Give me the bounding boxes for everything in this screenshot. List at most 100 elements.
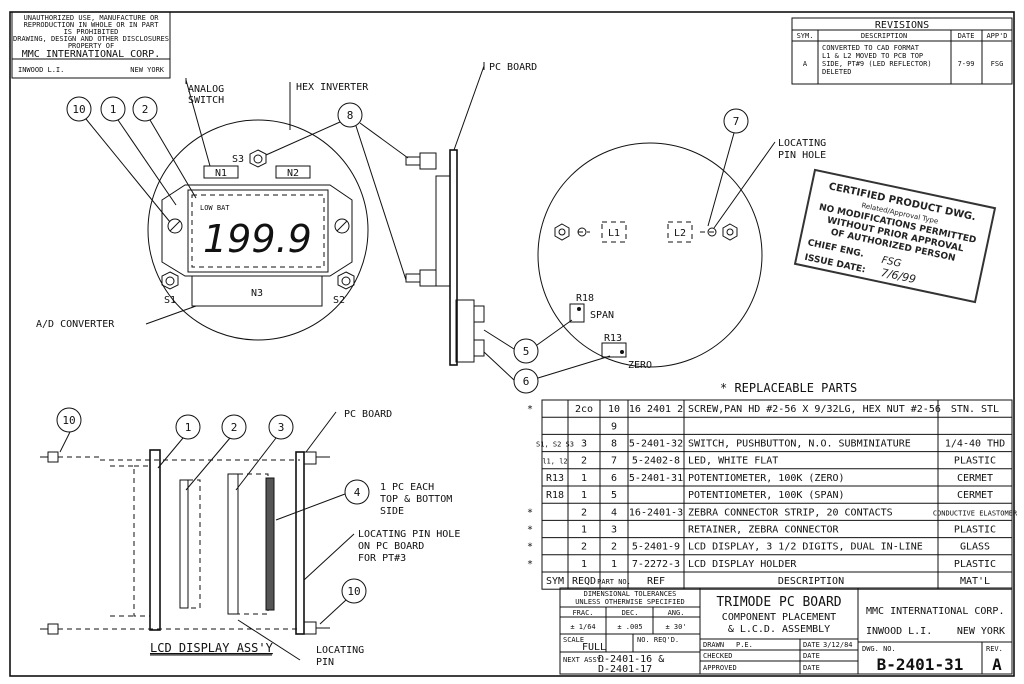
tol-sub: UNLESS OTHERWISE SPECIFIED (575, 598, 685, 606)
tol-title: DIMENSIONAL TOLERANCES (584, 590, 677, 598)
one-pc-each-3: SIDE (380, 506, 404, 517)
parts-cell-mat: PLASTIC (954, 456, 996, 467)
parts-cell-sym: R18 (546, 490, 564, 501)
screw-left-top (47, 451, 59, 463)
rev-label: REV. (986, 645, 1003, 653)
drawing-subtitle-2: & L.C.D. ASSEMBLY (728, 624, 830, 635)
drawing-subtitle-1: COMPONENT PLACEMENT (722, 612, 836, 623)
pot-r18 (569, 303, 585, 323)
front-view: LOW BAT 199.9 N1 N2 S3 N3 S1 S2 (147, 119, 369, 341)
lcd-value: 199.9 (203, 217, 312, 261)
parts-row-star: * (527, 542, 533, 553)
holder-screw-right (334, 218, 350, 234)
disclaimer-line-2: REPRODUCTION IN WHOLE OR IN PART (24, 21, 160, 29)
parts-cell-sym: R13 (546, 473, 564, 484)
disclaimer-company: MMC INTERNATIONAL CORP. (22, 49, 160, 60)
locating-pin-hole-pcb-1: LOCATING PIN HOLE (358, 529, 460, 540)
back-view: L1 L2 R18 SPAN R13 ZERO 7 LOCATING PIN H… (537, 108, 826, 371)
parts-cell-sym: S1, S2 S3 (536, 441, 574, 449)
hex-inverter-label: HEX INVERTER (296, 82, 369, 93)
balloon-10a (66, 96, 92, 122)
rev-desc-4: DELETED (822, 68, 852, 76)
locating-pin-label-1: LOCATING (316, 645, 364, 656)
parts-cell-mat: CONDUCTIVE ELASTOMER (933, 509, 1018, 517)
parts-cell-desc: RETAINER, ZEBRA CONNECTOR (688, 525, 839, 536)
parts-header-1: REQD (572, 576, 596, 587)
drawing-title: TRIMODE PC BOARD (716, 595, 841, 610)
n2-label: N2 (287, 168, 299, 179)
led-l2 (667, 221, 693, 243)
parts-cell-reqd: 2 (581, 456, 587, 467)
balloon-7 (723, 108, 749, 134)
balloon-3 (268, 414, 294, 440)
svg-text:3: 3 (278, 421, 285, 434)
disclaimer-line-1: UNAUTHORIZED USE, MANUFACTURE OR (24, 14, 160, 22)
parts-cell-part: 2 (611, 542, 617, 553)
noreqd-label: NO. REQ'D. (637, 636, 679, 644)
balloon-2a (132, 96, 158, 122)
svg-text:4: 4 (354, 486, 361, 499)
parts-cell-desc: POTENTIOMETER, 100K (ZERO) (688, 473, 845, 484)
svg-text:1: 1 (185, 421, 192, 434)
disclaimer-line-4: DRAWING, DESIGN AND OTHER DISCLOSURES (13, 35, 169, 43)
parts-cell-mat: CERMET (957, 490, 993, 501)
svg-text:R18: R18 (576, 293, 594, 304)
disclaimer-line-5: PROPERTY OF (68, 42, 114, 50)
parts-cell-desc: SCREW,PAN HD #2-56 X 9/32LG, HEX NUT #2-… (688, 404, 941, 415)
parts-header-5: MAT'L (960, 576, 990, 587)
parts-cell-part: 4 (611, 507, 617, 518)
parts-header-2: PART NO. (597, 578, 631, 586)
dwg-no: B-2401-31 (877, 655, 964, 674)
back-board-outline (537, 142, 763, 368)
certified-stamp: CERTIFIED PRODUCT DWG. Related/Approval … (793, 168, 997, 304)
parts-cell-part: 5 (611, 490, 617, 501)
lcd-assy-label: LCD DISPLAY ASS'Y (150, 641, 274, 655)
approved-label: APPROVED (703, 664, 737, 672)
one-pc-each-2: TOP & BOTTOM (380, 494, 452, 505)
chip-n3 (191, 275, 323, 307)
parts-cell-mat: GLASS (960, 542, 990, 553)
switch-s1 (161, 271, 179, 290)
parts-cell-ref: 7-2272-3 (632, 559, 680, 570)
n3-label: N3 (251, 288, 263, 299)
parts-cell-desc: POTENTIOMETER, 100K (SPAN) (688, 490, 845, 501)
svg-text:8: 8 (347, 109, 354, 122)
rev-desc-2: L1 & L2 MOVED TO PCB TOP (822, 52, 923, 60)
svg-text:SPAN: SPAN (590, 310, 614, 321)
stamp-chief-sig: FSG (881, 255, 903, 270)
chip-n2 (275, 165, 311, 179)
parts-cell-part: 6 (611, 473, 617, 484)
locating-pin-hole-pcb-3: FOR PT#3 (358, 553, 406, 564)
parts-cell-mat: PLASTIC (954, 559, 996, 570)
switch-s2 (337, 271, 355, 290)
balloon-2b (221, 414, 247, 440)
parts-cell-part: 10 (608, 404, 620, 415)
holder-screw-left (167, 218, 183, 234)
parts-cell-ref: 5-2401-32 (629, 439, 683, 450)
lcd-window (187, 189, 329, 273)
disclaimer-city: INWOOD L.I. (18, 66, 64, 74)
rev-header-sym: SYM. (797, 32, 814, 40)
tol-val-dec: ± .005 (617, 623, 642, 631)
next-assy-label: NEXT ASSY. (563, 656, 605, 664)
svg-text:7: 7 (733, 115, 740, 128)
lcd-glass-part-2 (179, 479, 189, 609)
parts-cell-desc: SWITCH, PUSHBUTTON, N.O. SUBMINIATURE (688, 439, 911, 450)
svg-text:L1: L1 (608, 228, 620, 239)
svg-text:ZERO: ZERO (628, 360, 652, 371)
dwg-no-label: DWG. NO. (862, 645, 896, 653)
led-l1 (601, 221, 627, 243)
rev-desc-3: SIDE, PT#9 (LED REFLECTOR) (822, 60, 932, 68)
switch-s3 (249, 149, 267, 168)
drawn-label: DRAWN (703, 641, 724, 649)
parts-table-border (541, 399, 1013, 590)
locating-pin-hole-label-2: PIN HOLE (778, 150, 826, 161)
pc-board-lower-label: PC BOARD (344, 409, 392, 420)
parts-header-0: SYM (546, 576, 564, 587)
parts-cell-part: 9 (611, 421, 617, 432)
pot-r13 (601, 342, 627, 358)
lcd-display-dashed (191, 194, 325, 268)
parts-cell-reqd: 1 (581, 525, 587, 536)
retainer-part-3 (227, 473, 239, 615)
